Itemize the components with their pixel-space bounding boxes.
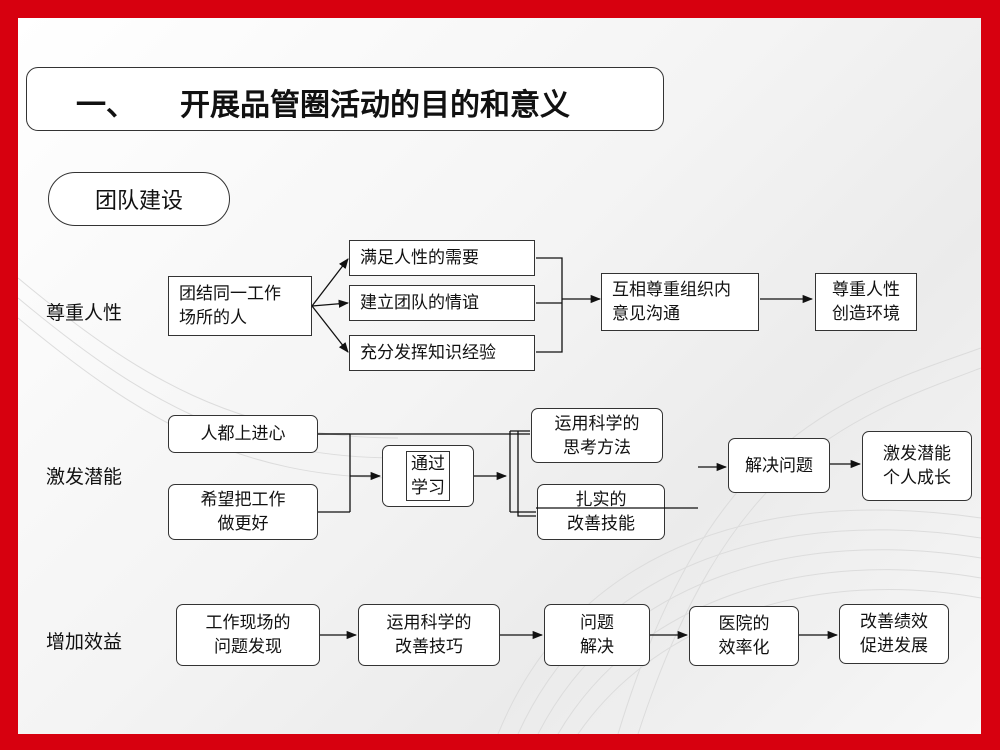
benefit-step-1: 工作现场的 问题发现 xyxy=(176,604,320,666)
input-text-2: 希望把工作 做更好 xyxy=(200,490,286,534)
method-box-2: 扎实的 改善技能 xyxy=(537,484,665,540)
communication-box: 互相尊重组织内 意见沟通 xyxy=(601,273,759,331)
branch-text-1: 满足人性的需要 xyxy=(360,248,479,268)
benefit-step-3: 问题 解决 xyxy=(544,604,650,666)
benefit-step-text-2: 运用科学的 改善技巧 xyxy=(386,613,472,657)
title-number: 一、 xyxy=(76,88,136,123)
branch-text-2: 建立团队的情谊 xyxy=(360,293,479,313)
input-text-1: 人都上进心 xyxy=(200,424,286,444)
via-box-outer: 通过 学习 xyxy=(382,445,474,507)
row-label-respect: 尊重人性 xyxy=(46,302,123,324)
benefit-step-2: 运用科学的 改善技巧 xyxy=(358,604,500,666)
input-box-1: 人都上进心 xyxy=(168,415,318,453)
benefit-step-text-4: 医院的 效率化 xyxy=(718,614,770,658)
title-frame xyxy=(26,67,664,131)
branch-box-2: 建立团队的情谊 xyxy=(349,285,535,321)
potential-result-text: 激发潜能 个人成长 xyxy=(883,444,951,488)
solve-text: 解决问题 xyxy=(745,455,813,476)
branch-box-3: 充分发挥知识经验 xyxy=(349,335,535,371)
row-label-benefit: 增加效益 xyxy=(46,631,123,653)
branch-text-3: 充分发挥知识经验 xyxy=(360,343,496,363)
respect-result-text: 尊重人性 创造环境 xyxy=(832,280,900,324)
method-box-1: 运用科学的 思考方法 xyxy=(531,408,663,463)
benefit-step-text-5: 改善绩效 促进发展 xyxy=(860,612,928,656)
source-text: 团结同一工作 场所的人 xyxy=(179,284,281,328)
section-heading: 团队建设 xyxy=(48,172,230,226)
benefit-step-4: 医院的 效率化 xyxy=(689,606,799,666)
solve-box: 解决问题 xyxy=(728,438,830,493)
source-box: 团结同一工作 场所的人 xyxy=(168,276,312,336)
method-text-1: 运用科学的 思考方法 xyxy=(554,413,640,458)
benefit-step-5: 改善绩效 促进发展 xyxy=(839,604,949,664)
method-text-2: 扎实的 改善技能 xyxy=(567,490,635,534)
page-title: 开展品管圈活动的目的和意义 xyxy=(180,88,570,123)
row-label-potential: 激发潜能 xyxy=(46,466,123,488)
via-box-inner: 通过 学习 xyxy=(406,451,450,501)
branch-box-1: 满足人性的需要 xyxy=(349,240,535,276)
via-text: 通过 学习 xyxy=(411,454,445,498)
communication-text: 互相尊重组织内 意见沟通 xyxy=(612,280,731,324)
benefit-step-text-1: 工作现场的 问题发现 xyxy=(205,613,291,657)
potential-result-box: 激发潜能 个人成长 xyxy=(862,431,972,501)
benefit-step-text-3: 问题 解决 xyxy=(580,613,614,657)
respect-result-box: 尊重人性 创造环境 xyxy=(815,273,917,331)
input-box-2: 希望把工作 做更好 xyxy=(168,484,318,540)
